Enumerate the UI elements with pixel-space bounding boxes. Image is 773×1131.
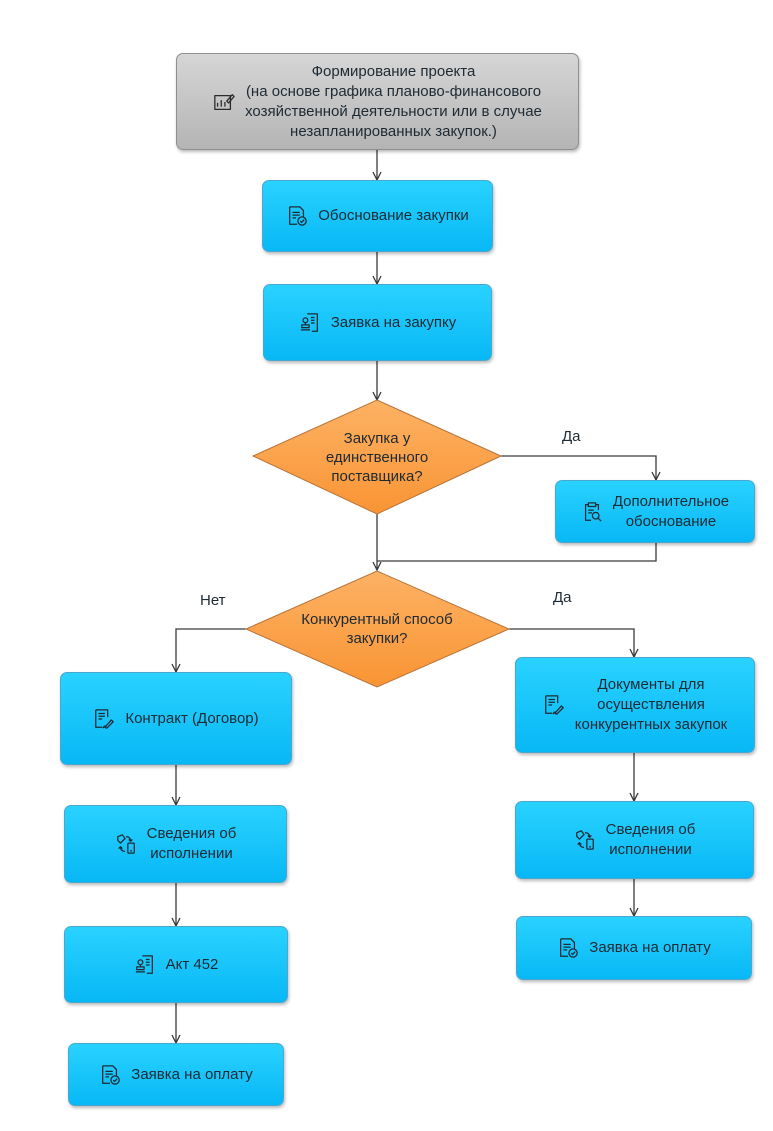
node-payment-request-left[interactable]: Заявка на оплату [68,1043,284,1106]
decision-single-supplier[interactable] [251,399,503,515]
node-execution-info-right[interactable]: Сведения об исполнении [515,801,754,879]
act-label: Акт 452 [165,955,219,973]
stamp-document-icon [300,312,318,332]
single-supplier-line-2: единственного [325,448,429,466]
exchange-device-icon [575,830,594,850]
payment-right-label: Заявка на оплату [589,939,711,956]
execution-left-line-2: исполнении [150,845,233,862]
connector-decision1-yes-additional [501,455,656,480]
execution-right-line-1: Сведения об [605,821,696,838]
document-check-icon [289,206,308,226]
decision-competitive-label: Конкурентный способ закупки? [282,608,472,650]
single-supplier-line-1: Закупка у [343,429,411,447]
additional-line-2: обоснование [625,512,717,530]
node-execution-info-left[interactable]: Сведения об исполнении [64,805,287,883]
contract-label: Контракт (Договор) [125,709,259,727]
exchange-device-icon [116,834,135,854]
connector-decision2-yes-docs [509,628,634,657]
connector-decision2-no-contract [176,628,246,672]
execution-right-line-2: исполнении [609,841,692,858]
project-line-3: незапланированных закупок.) [290,122,497,140]
execution-left-line-1: Сведения об [146,825,237,842]
project-line-2: хозяйственной деятельности или в случае [245,102,542,120]
node-act[interactable]: Акт 452 [64,926,288,1003]
docs-line-1: Документы для [597,676,705,693]
node-project-formation[interactable]: Формирование проекта (на основе графика … [176,53,579,150]
node-contract[interactable]: Контракт (Договор) [60,672,292,765]
competitive-line-2: закупки? [346,630,408,647]
single-supplier-line-3: поставщика? [331,467,423,485]
clipboard-search-icon [584,501,602,522]
node-payment-request-right[interactable]: Заявка на оплату [516,916,752,980]
chart-document-icon [214,93,235,110]
docs-line-3: конкурентных закупок [574,716,728,733]
docs-line-2: осуществления [597,696,705,713]
project-line-1: (на основе графика планово-финансового [245,82,542,100]
project-title: Формирование проекта [311,62,476,80]
node-purchase-request[interactable]: Заявка на закупку [263,284,492,361]
decision-single-supplier-label: Закупка у единственного поставщика? [290,427,464,487]
additional-line-1: Дополнительное [612,492,730,510]
branch-label-competitive-no: Нет [200,592,226,609]
competitive-line-1: Конкурентный способ [301,611,453,628]
node-competitive-documents[interactable]: Документы для осуществления конкурентных… [515,657,755,753]
document-check-icon [102,1064,121,1085]
connector-additional-merge [377,543,657,562]
signed-document-icon [544,695,564,715]
document-check-icon [560,938,579,958]
stamp-document-icon [135,954,153,974]
justification-label: Обоснование закупки [318,207,469,224]
node-purchase-justification[interactable]: Обоснование закупки [262,180,493,252]
signed-document-icon [95,708,115,729]
branch-label-competitive-yes: Да [553,589,572,606]
request-label: Заявка на закупку [330,313,457,331]
decision-competitive[interactable] [244,570,511,688]
payment-left-label: Заявка на оплату [131,1065,253,1083]
branch-label-single-yes: Да [562,428,581,445]
node-additional-justification[interactable]: Дополнительное обоснование [555,480,755,543]
